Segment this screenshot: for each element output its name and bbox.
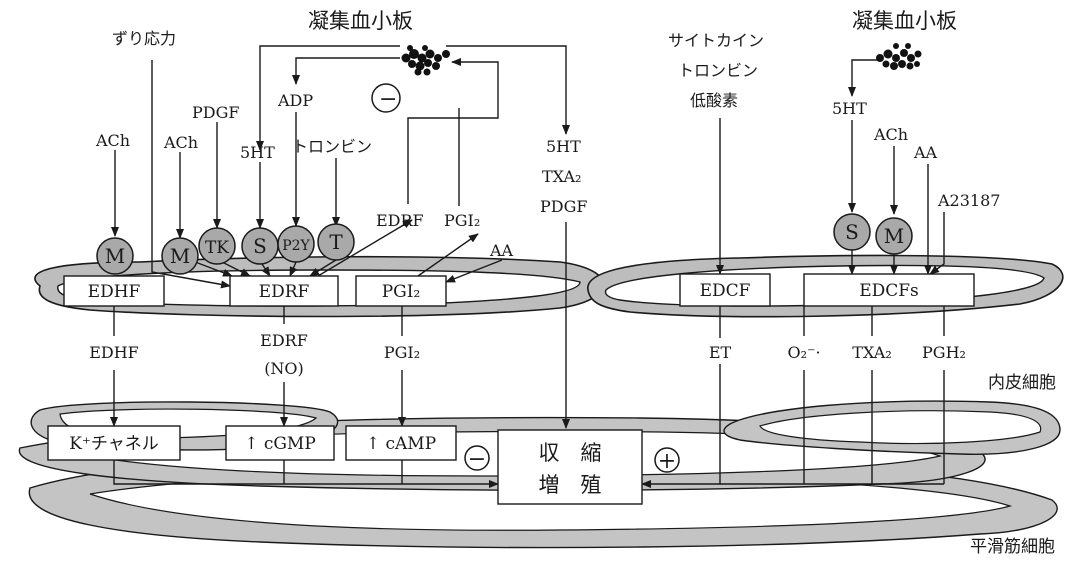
receptor-tk-label: TK: [205, 238, 229, 258]
ach-right-label: ACh: [873, 125, 908, 144]
receptor-t-label: T: [329, 230, 343, 254]
5ht-right-label: 5HT: [832, 99, 867, 118]
aggregated-platelet-right-icon: [876, 43, 922, 70]
edrf-box-label: EDRF: [259, 282, 310, 302]
aggregated-platelet-left-icon: [402, 45, 451, 76]
contraction-label: 収 縮: [539, 441, 602, 465]
thrombin-label: トロンビン: [292, 137, 372, 156]
platelet-right-label: 凝集血小板: [852, 9, 957, 33]
a23187-label: A23187: [937, 191, 1000, 210]
receptor-m-1-label: M: [105, 244, 125, 268]
platelet-left-label: 凝集血小板: [308, 9, 413, 33]
center-txa2-label: TXA₂: [542, 167, 581, 186]
inhibition-sign-top: −: [379, 87, 397, 112]
shear-stress-label: ずり応力: [112, 29, 176, 48]
edrf-up-label: EDRF: [376, 211, 424, 230]
pgi2-box-label: PGI₂: [382, 282, 421, 302]
receptor-m-2-label: M: [170, 244, 190, 268]
adp-label: ADP: [277, 91, 313, 110]
center-pdgf-label: PDGF: [540, 197, 587, 216]
ach-label-1: ACh: [95, 131, 130, 150]
minus-sign: −: [468, 447, 486, 472]
aa-left-label: AA: [489, 241, 514, 260]
hypoxia-label: 低酸素: [690, 91, 738, 110]
center-5ht-label: 5HT: [546, 137, 581, 156]
pgh2-label: PGH₂: [922, 343, 966, 362]
txa2-label: TXA₂: [852, 343, 891, 362]
aa-right-label: AA: [913, 143, 938, 162]
5ht-label: 5HT: [240, 143, 275, 162]
thrombin-right-label: トロンビン: [678, 61, 758, 80]
receptor-p2y-label: P2Y: [282, 238, 310, 254]
k-channel-label: K⁺チャネル: [69, 434, 159, 454]
no-mediator-label: (NO): [264, 359, 304, 378]
ach-label-2: ACh: [163, 133, 198, 152]
receptor-s-label: S: [253, 234, 267, 258]
edhf-mediator-label: EDHF: [89, 343, 139, 362]
endothelial-cell-name: 内皮細胞: [988, 373, 1056, 393]
cytokine-label: サイトカイン: [668, 31, 764, 50]
o2-label: O₂⁻·: [787, 343, 820, 362]
pgi2-up-label: PGI₂: [444, 211, 480, 230]
cgmp-label: ↑ cGMP: [244, 434, 316, 454]
receptor-s-right-label: S: [845, 220, 859, 244]
receptor-m-right-label: M: [884, 224, 904, 248]
proliferation-label: 増 殖: [539, 473, 602, 497]
pgi2-mediator-label: PGI₂: [384, 343, 420, 362]
edcfs-box-label: EDCFs: [859, 281, 919, 301]
plus-sign: +: [658, 449, 676, 474]
edrf-mediator-label: EDRF: [260, 331, 308, 350]
edhf-box-label: EDHF: [88, 282, 141, 302]
pdgf-label: PDGF: [192, 103, 239, 122]
edcf-box-label: EDCF: [700, 281, 751, 301]
et-label: ET: [709, 343, 732, 362]
smooth-muscle-cell-name: 平滑筋細胞: [970, 537, 1055, 557]
camp-label: ↑ cAMP: [366, 434, 436, 454]
